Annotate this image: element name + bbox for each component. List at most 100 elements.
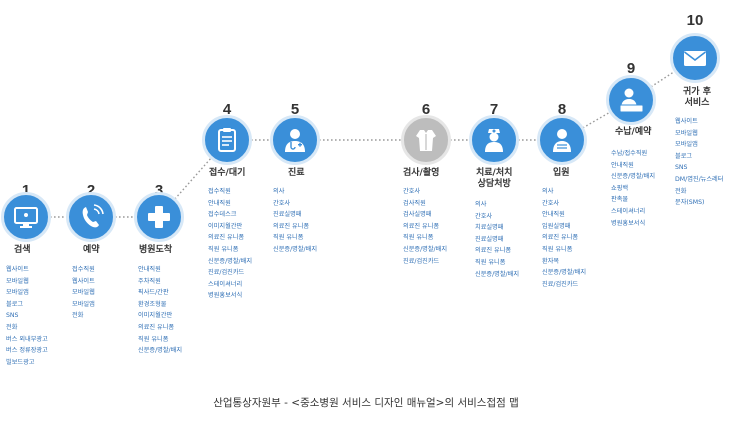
touchpoint-item: 신분증/명찰/배지 xyxy=(475,270,520,278)
touchpoint-item: 접수직원 xyxy=(208,188,231,195)
step-number: 2 xyxy=(86,182,96,199)
touchpoint-item: 진료/검진카드 xyxy=(403,257,440,265)
step-number: 7 xyxy=(489,101,499,118)
touchpoint-item: 주차직원 xyxy=(138,277,161,285)
touchpoint-item: 스테이셔너리 xyxy=(611,207,646,215)
step-title: 검색 xyxy=(14,245,31,255)
touchpoint-item: 안내직원 xyxy=(208,199,231,207)
touchpoint-item: SNS xyxy=(675,164,688,172)
step-title: 예약 xyxy=(83,245,100,255)
step-number: 1 xyxy=(21,182,31,199)
touchpoint-item: DM/엽진/뉴스레터 xyxy=(675,175,724,183)
touchpoint-item: 빌보드광고 xyxy=(6,358,35,366)
step-circle xyxy=(401,115,451,165)
touchpoint-item: 쇼핑백 xyxy=(611,184,629,192)
touchpoint-item: 의료진 유니폼 xyxy=(475,247,512,255)
step-title: 접수/대기 xyxy=(209,168,246,178)
touchpoint-item: 모바일웹 xyxy=(72,289,95,297)
touchpoint-item: 간호사 xyxy=(475,212,493,220)
touchpoint-item: 전화 xyxy=(675,187,687,195)
touchpoint-item: 환경조형물 xyxy=(138,300,167,308)
touchpoint-item: 이미지월간판 xyxy=(138,312,173,320)
touchpoint-item: 병원홍보서식 xyxy=(208,292,243,300)
step-title: 검사/촬영 xyxy=(403,168,440,178)
touchpoint-item: 전화 xyxy=(6,323,18,331)
touchpoint-item: 직원 유니폼 xyxy=(138,335,169,343)
touchpoint-item: 이미지월간판 xyxy=(208,222,243,230)
step-title: 수납/예약 xyxy=(615,127,652,137)
touchpoint-item: 신분증/명찰/배지 xyxy=(138,347,183,355)
touchpoint-item: 검사실명패 xyxy=(403,211,432,219)
medical-cross-icon xyxy=(148,206,170,228)
patient-icon xyxy=(553,129,571,152)
touchpoint-item: 치료실명패 xyxy=(475,224,504,232)
touchpoint-item: 의료진 유니폼 xyxy=(273,222,310,230)
nurse-icon xyxy=(485,129,503,152)
touchpoint-item: 버스 외내부광고 xyxy=(6,335,48,343)
touchpoint-item: 안내직원 xyxy=(138,266,161,273)
touchpoint-item: 직원 유니폼 xyxy=(475,258,506,266)
touchpoint-item: 신분증/명찰/배지 xyxy=(611,173,656,181)
touchpoint-item: 간호사 xyxy=(273,199,291,207)
touchpoint-item: 의료진 유니폼 xyxy=(403,222,440,230)
touchpoint-item: 모바일앱 xyxy=(72,300,95,308)
touchpoint-item: 모바일웹 xyxy=(675,129,698,137)
touchpoint-item: 웹사이트 xyxy=(72,277,95,285)
touchpoint-item: 수납/접수직원 xyxy=(611,150,648,157)
touchpoint-item: 의사 xyxy=(273,188,285,195)
touchpoint-item: 의사 xyxy=(542,188,554,195)
step-number: 10 xyxy=(686,12,704,29)
step-circle xyxy=(537,115,587,165)
step-title: 귀가 후 서비스 xyxy=(683,87,711,108)
receptionist-icon xyxy=(619,88,644,113)
touchpoint-item: 진료실명패 xyxy=(475,235,504,243)
touchpoint-item: 직원 유니폼 xyxy=(542,245,573,253)
touchpoint-item: 직원 유니폼 xyxy=(273,234,304,242)
step-circle xyxy=(469,115,519,165)
touchpoint-item: 버스 정류장광고 xyxy=(6,347,48,355)
touchpoint-item: 의료진 유니폼 xyxy=(208,234,245,242)
step-number: 9 xyxy=(626,60,636,77)
touchpoint-item: 신분증/명찰/배지 xyxy=(542,269,587,277)
step-number: 4 xyxy=(222,101,232,118)
touchpoint-item: 웹사이트 xyxy=(6,266,29,273)
step-circle xyxy=(202,115,252,165)
touchpoint-item: 환자복 xyxy=(542,257,560,265)
touchpoint-item: 픽사드/간판 xyxy=(138,289,169,297)
step-number: 3 xyxy=(154,182,164,199)
step-circle xyxy=(66,192,116,242)
monitor-icon xyxy=(14,207,38,228)
touchpoint-item: 모바일웹 xyxy=(6,277,29,285)
caption: 산업통상자원부 - <중소병원 서비스 디자인 매뉴얼>의 서비스접점 맵 xyxy=(213,397,519,409)
step-circle xyxy=(606,75,656,125)
touchpoint-item: 블로그 xyxy=(6,300,24,308)
step-number: 5 xyxy=(290,101,300,118)
touchpoint-item: 진료/검진카드 xyxy=(208,269,245,277)
gown-icon xyxy=(416,130,436,151)
touchpoint-item: 판촉물 xyxy=(611,196,629,204)
touchpoint-item: 웹사이트 xyxy=(675,118,698,125)
touchpoint-item: 입원실명패 xyxy=(542,222,571,230)
touchpoint-item: 의사 xyxy=(475,201,487,208)
touchpoint-item: 전화 xyxy=(72,312,84,320)
touchpoint-item: 진료/검진카드 xyxy=(542,280,579,288)
phone-icon xyxy=(82,204,104,228)
touchpoint-item: 블로그 xyxy=(675,152,693,160)
step-circle xyxy=(134,192,184,242)
touchpoint-item: SNS xyxy=(6,312,19,320)
touchpoint-item: 신분증/명찰/배지 xyxy=(208,257,253,265)
touchpoint-item: 문자(SMS) xyxy=(675,199,705,207)
step-title: 병원도착 xyxy=(139,245,173,255)
touchpoint-item: 직원 유니폼 xyxy=(208,245,239,253)
touchpoint-item: 의료진 유니폼 xyxy=(138,323,175,331)
envelope-icon xyxy=(684,51,706,66)
touchpoint-item: 간호사 xyxy=(542,199,560,207)
